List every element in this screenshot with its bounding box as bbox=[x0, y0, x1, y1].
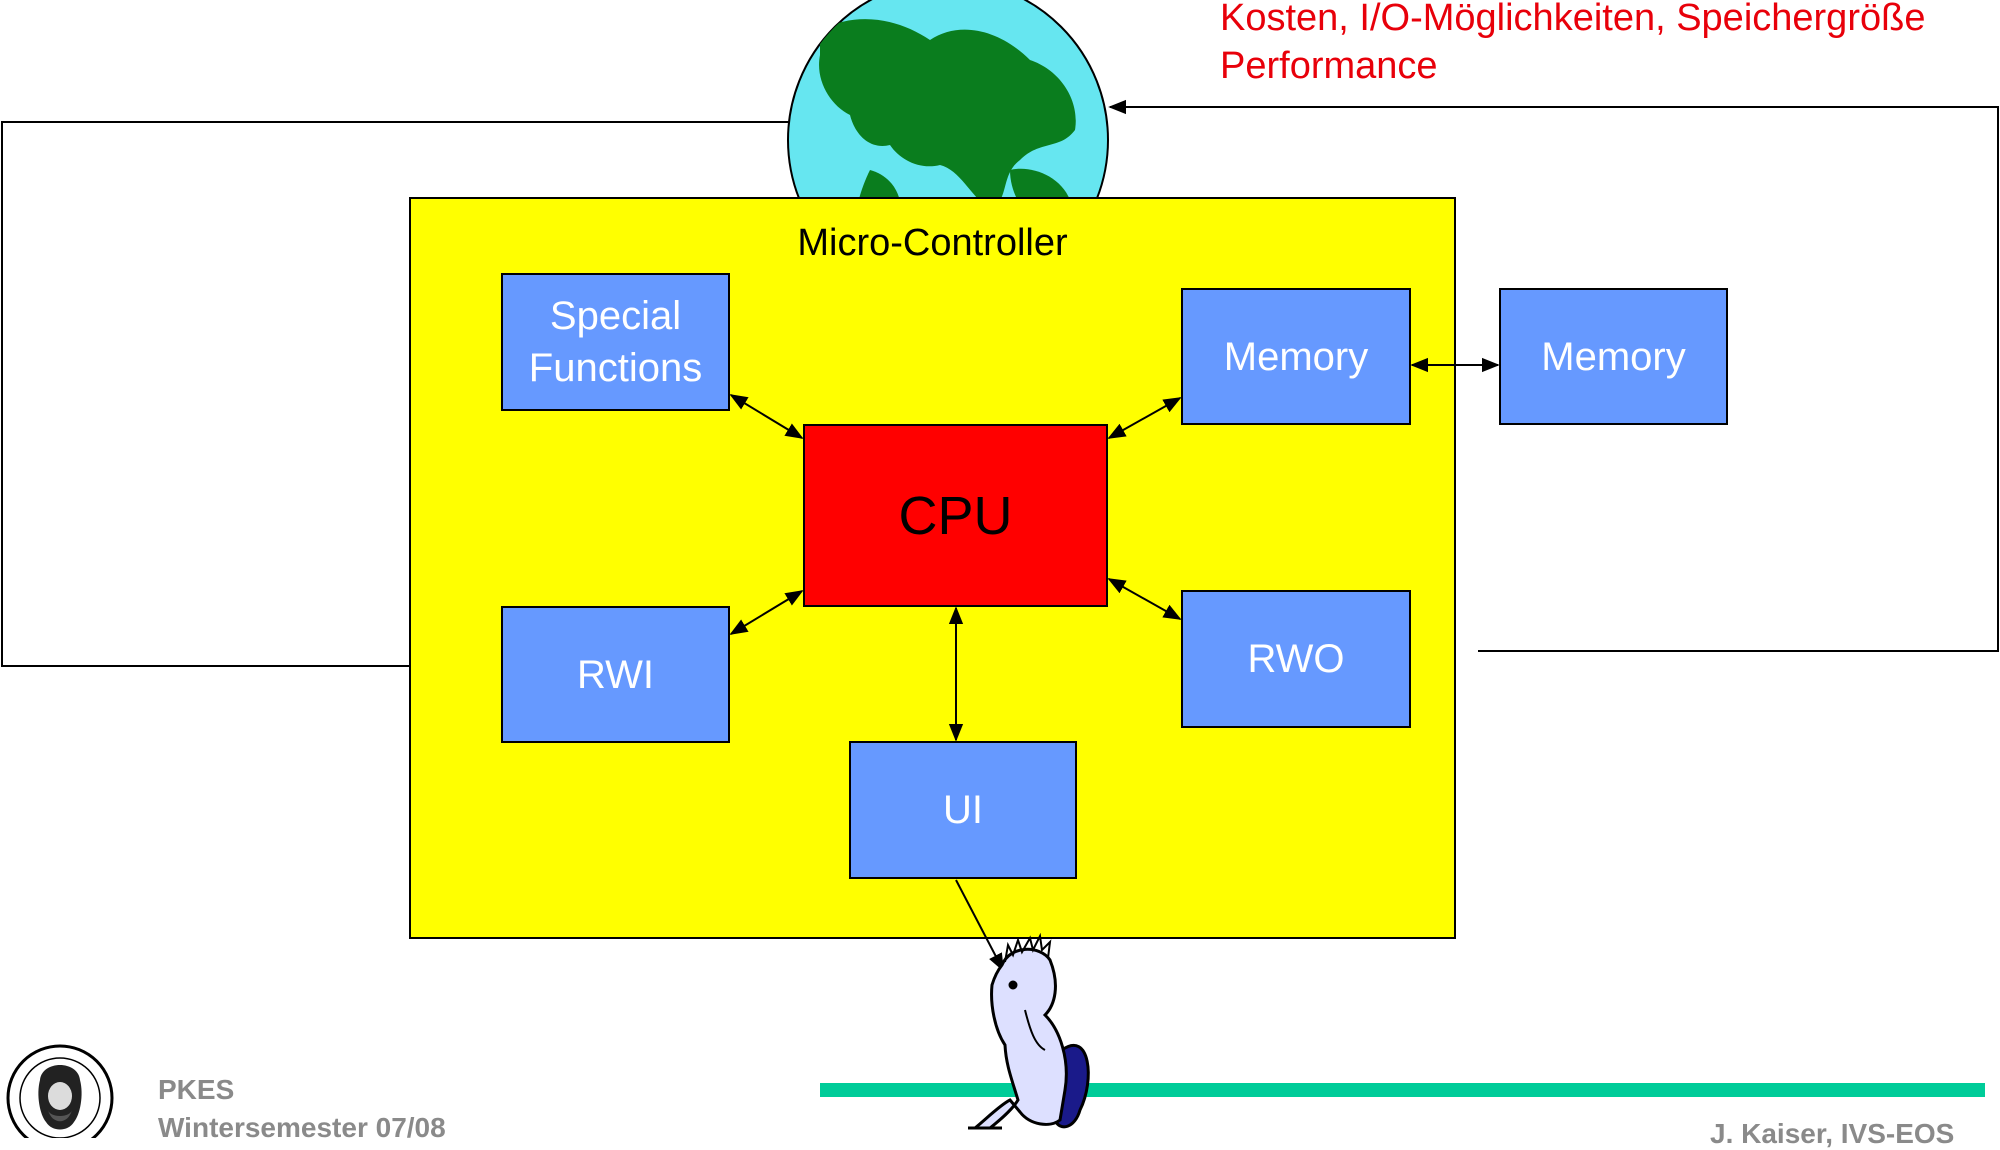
rwo-block bbox=[1181, 590, 1411, 728]
footer-course: PKES bbox=[158, 1074, 235, 1105]
memory-external-label: Memory bbox=[1541, 334, 1686, 379]
ui-block bbox=[849, 741, 1077, 879]
special-functions-label: Special Functions bbox=[528, 294, 703, 390]
footer-author: J. Kaiser, IVS-EOS bbox=[1710, 1118, 1955, 1149]
footer-bar bbox=[820, 1083, 1985, 1097]
arrow-memory-cpu bbox=[1107, 397, 1182, 439]
memory-internal-label: Memory bbox=[1223, 334, 1369, 379]
rwo-label: RWO bbox=[1247, 637, 1345, 681]
thinking-person-icon bbox=[968, 932, 1090, 1130]
ui-label: UI bbox=[943, 788, 983, 832]
rwi-label: RWI bbox=[576, 652, 655, 697]
arrow-rwo-cpu bbox=[1107, 578, 1182, 620]
micro-controller-label: Micro-Controller bbox=[797, 222, 1068, 264]
memory-internal-block bbox=[1181, 288, 1411, 425]
rwi-block bbox=[501, 606, 730, 743]
cpu-label: CPU bbox=[898, 485, 1013, 546]
criteria-line-2: Performance bbox=[1220, 45, 1438, 87]
arrow-special-cpu bbox=[729, 394, 804, 439]
arrow-ui-user bbox=[955, 879, 1004, 972]
special-functions-block bbox=[501, 273, 730, 411]
criteria-line-1: Kosten, I/O-Möglichkeiten, Speichergröße bbox=[1220, 0, 1926, 39]
university-seal-icon bbox=[6, 1044, 114, 1138]
footer-semester: Wintersemester 07/08 bbox=[158, 1112, 446, 1143]
arrow-rwi-cpu bbox=[729, 590, 804, 635]
input-feedback-line bbox=[1, 121, 790, 674]
output-feedback-line bbox=[1108, 99, 1999, 652]
cpu-block bbox=[803, 424, 1108, 607]
memory-external-block bbox=[1499, 288, 1728, 425]
